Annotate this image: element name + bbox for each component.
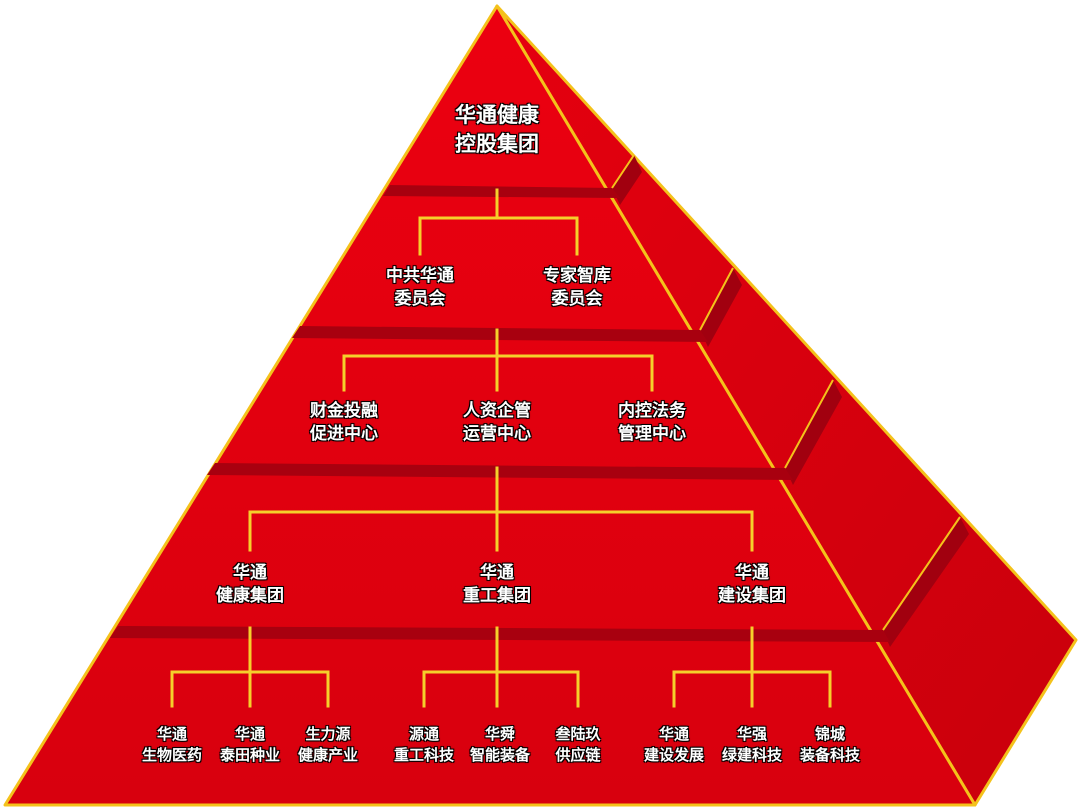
node-supply-chain-line2: 供应链 — [555, 746, 601, 764]
node-green-tech-line1: 华强 — [736, 725, 768, 743]
node-construction-group-line2: 建设集团 — [718, 586, 786, 606]
connector-lines — [170, 188, 832, 708]
node-supply-chain: 叁陆玖 供应链 — [555, 724, 600, 766]
node-bio-pharma-line2: 生物医药 — [141, 746, 203, 764]
node-hq: 华通健康 控股集团 — [455, 101, 539, 159]
node-party-committee-line2: 委员会 — [394, 289, 446, 309]
node-taitian-seed-line2: 泰田种业 — [219, 746, 281, 764]
side-band-edges — [611, 154, 961, 631]
node-legal-center: 内控法务 管理中心 — [618, 400, 686, 446]
node-yuantong-tech-line1: 源通 — [408, 725, 440, 743]
node-health-group-line1: 华通 — [233, 563, 267, 583]
node-health-industry-line2: 健康产业 — [297, 746, 359, 764]
node-jincheng-tech-line1: 锦城 — [814, 725, 846, 743]
node-hr-center: 人资企管 运营中心 — [463, 400, 531, 446]
pyramid-front-face — [3, 4, 977, 807]
node-health-industry: 生力源 健康产业 — [298, 724, 358, 766]
node-heavy-group: 华通 重工集团 — [463, 562, 531, 608]
node-heavy-group-line1: 华通 — [480, 563, 514, 583]
node-hr-center-line1: 人资企管 — [463, 401, 531, 421]
node-construction-group: 华通 建设集团 — [718, 562, 786, 608]
node-legal-center-line1: 内控法务 — [618, 401, 686, 421]
node-finance-center: 财金投融 促进中心 — [310, 400, 378, 446]
node-finance-center-line1: 财金投融 — [310, 401, 378, 421]
node-green-tech-line2: 绿建科技 — [721, 746, 783, 764]
node-legal-center-line2: 管理中心 — [618, 424, 686, 444]
node-hq-line1: 华通健康 — [455, 103, 539, 127]
node-health-group: 华通 健康集团 — [216, 562, 284, 608]
node-yuantong-tech: 源通 重工科技 — [394, 724, 454, 766]
node-finance-center-line2: 促进中心 — [310, 424, 378, 444]
node-construction-dev: 华通 建设发展 — [644, 724, 704, 766]
node-health-industry-line1: 生力源 — [305, 725, 351, 743]
node-bio-pharma: 华通 生物医药 — [142, 724, 202, 766]
node-huashun-equip-line1: 华舜 — [484, 725, 516, 743]
node-jincheng-tech: 锦城 装备科技 — [800, 724, 860, 766]
node-taitian-seed: 华通 泰田种业 — [220, 724, 280, 766]
node-bio-pharma-line1: 华通 — [156, 725, 188, 743]
node-jincheng-tech-line2: 装备科技 — [799, 746, 861, 764]
node-hq-line2: 控股集团 — [455, 132, 539, 156]
node-huashun-equip: 华舜 智能装备 — [470, 724, 530, 766]
node-taitian-seed-line1: 华通 — [234, 725, 266, 743]
node-green-tech: 华强 绿建科技 — [722, 724, 782, 766]
node-expert-committee-line1: 专家智库 — [543, 266, 611, 286]
node-hr-center-line2: 运营中心 — [463, 424, 531, 444]
node-health-group-line2: 健康集团 — [216, 586, 284, 606]
node-yuantong-tech-line2: 重工科技 — [393, 746, 455, 764]
node-party-committee: 中共华通 委员会 — [386, 265, 454, 311]
node-party-committee-line1: 中共华通 — [386, 266, 454, 286]
side-band-separators — [612, 155, 969, 647]
front-band-separators — [110, 185, 890, 642]
node-expert-committee: 专家智库 委员会 — [543, 265, 611, 311]
node-heavy-group-line2: 重工集团 — [463, 586, 531, 606]
node-expert-committee-line2: 委员会 — [551, 289, 603, 309]
node-supply-chain-line1: 叁陆玖 — [555, 725, 601, 743]
node-construction-dev-line1: 华通 — [658, 725, 690, 743]
node-construction-group-line1: 华通 — [735, 563, 769, 583]
node-huashun-equip-line2: 智能装备 — [469, 746, 531, 764]
node-construction-dev-line2: 建设发展 — [643, 746, 705, 764]
